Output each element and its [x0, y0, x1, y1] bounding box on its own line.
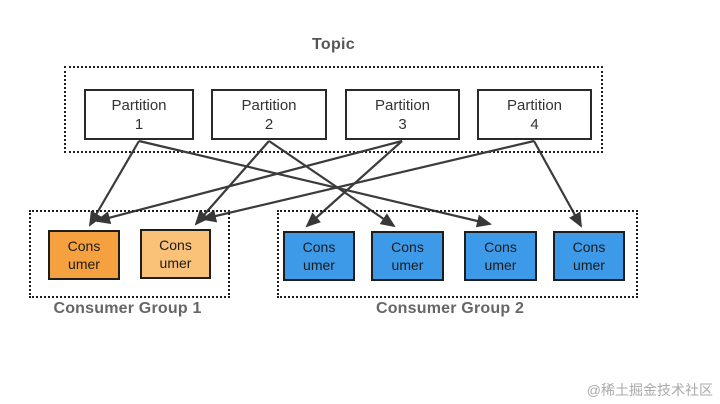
partition-1-box: Partition 1: [84, 89, 194, 140]
consumer-label-line1: Cons: [391, 239, 424, 255]
consumer-label-line1: Cons: [572, 239, 606, 255]
consumer-label-line1: Cons: [67, 238, 101, 254]
partition-3-box: Partition 3: [345, 89, 460, 140]
group2-consumer-1-box: Cons umer: [283, 231, 355, 281]
consumer-label-line2: umer: [68, 256, 100, 272]
partition-4-label: Partition: [506, 96, 563, 114]
group1-consumer-2-box: Cons umer: [140, 229, 211, 279]
partition-3-label: Partition: [374, 96, 431, 114]
watermark-text: @稀土掘金技术社区: [586, 382, 713, 398]
partition-4-number: 4: [530, 115, 539, 133]
consumer-label-line2: umer: [573, 257, 605, 273]
consumer-label-line2: umer: [159, 255, 192, 271]
consumer-label-line1: Cons: [484, 239, 517, 255]
partition-2-number: 2: [264, 115, 274, 133]
consumer-label-line1: Cons: [159, 237, 192, 253]
group2-consumer-3-box: Cons umer: [464, 231, 537, 281]
consumer-label-line2: umer: [484, 257, 517, 273]
partition-2-box: Partition 2: [211, 89, 327, 140]
partition-4-box: Partition 4: [477, 89, 592, 140]
consumer-group-1-dotted-container: [29, 210, 230, 298]
consumer-group-1-label: Consumer Group 1: [53, 300, 202, 317]
group2-consumer-4-box: Cons umer: [553, 231, 625, 281]
partition-1-label: Partition: [111, 96, 167, 114]
partition-2-label: Partition: [241, 96, 297, 114]
partition-3-number: 3: [398, 115, 407, 133]
consumer-label-line2: umer: [391, 257, 424, 273]
group1-consumer-1-box: Cons umer: [48, 230, 120, 280]
consumer-label-line1: Cons: [302, 239, 336, 255]
consumer-group-2-dotted-container: [277, 210, 638, 298]
group2-consumer-2-box: Cons umer: [371, 231, 444, 281]
partition-1-number: 1: [134, 115, 144, 133]
topic-title: Topic: [312, 36, 355, 53]
consumer-group-2-label: Consumer Group 2: [375, 300, 525, 317]
consumer-label-line2: umer: [303, 257, 335, 273]
arrow-p3-g1c1: [95, 139, 403, 224]
